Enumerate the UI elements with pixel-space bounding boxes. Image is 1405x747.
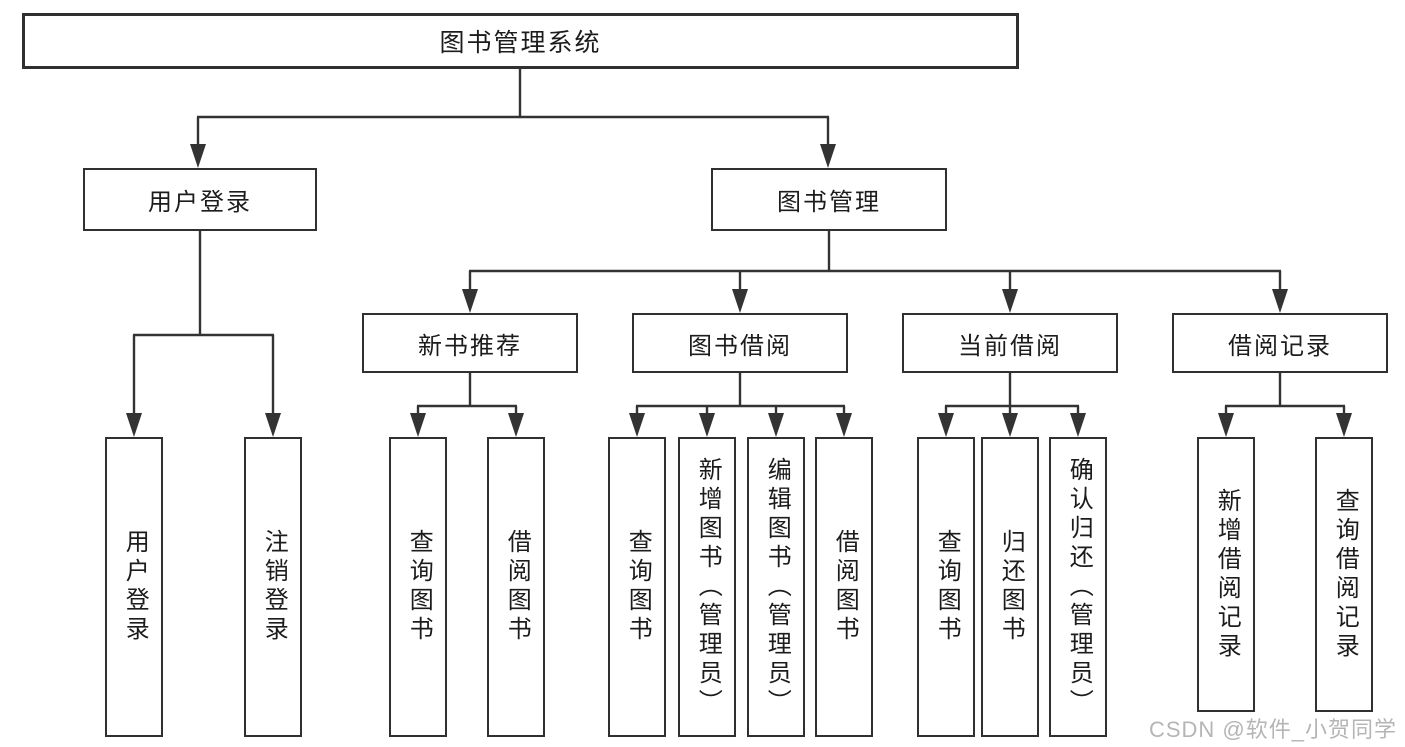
node-label: 图书管理: [777, 189, 881, 216]
node-label: 当前借阅: [958, 332, 1062, 360]
node-label: 新增图书（管理员）: [694, 456, 722, 718]
leaf-query-books: 查询图书: [608, 437, 666, 737]
leaf-borrow-books: 借阅图书: [487, 437, 545, 737]
node-new-book-recommend: 新书推荐: [362, 313, 578, 373]
leaf-query-borrow-record: 查询借阅记录: [1315, 437, 1373, 712]
node-book-management: 图书管理: [711, 168, 947, 231]
node-label: 借阅记录: [1228, 332, 1332, 360]
node-label: 图书管理系统: [439, 29, 602, 57]
node-label: 归还图书: [997, 529, 1025, 645]
node-label: 查询图书: [405, 529, 433, 645]
node-label: 查询图书: [624, 529, 652, 645]
node-borrow-record: 借阅记录: [1172, 313, 1388, 373]
leaf-query-books: 查询图书: [389, 437, 447, 737]
node-current-borrow: 当前借阅: [902, 313, 1118, 373]
node-label: 图书借阅: [688, 332, 792, 360]
leaf-query-books: 查询图书: [917, 437, 975, 737]
node-user-login: 用户登录: [83, 168, 317, 231]
node-label: 用户登录: [121, 529, 149, 645]
node-label: 借阅图书: [503, 529, 531, 645]
node-label: 查询图书: [933, 529, 961, 645]
node-label: 用户登录: [148, 189, 252, 216]
leaf-user-login: 用户登录: [105, 437, 163, 737]
node-label: 借阅图书: [831, 529, 859, 645]
node-label: 查询借阅记录: [1331, 487, 1359, 662]
leaf-confirm-return-admin: 确认归还（管理员）: [1049, 437, 1107, 737]
leaf-add-books-admin: 新增图书（管理员）: [678, 437, 736, 737]
csdn-watermark: CSDN @软件_小贺同学: [1148, 717, 1397, 742]
leaf-borrow-books: 借阅图书: [815, 437, 873, 737]
node-library-management-system: 图书管理系统: [22, 13, 1019, 69]
leaf-return-books: 归还图书: [981, 437, 1039, 737]
node-book-borrow: 图书借阅: [632, 313, 848, 373]
node-label: 注销登录: [260, 529, 288, 645]
leaf-add-borrow-record: 新增借阅记录: [1197, 437, 1255, 712]
node-label: 新书推荐: [418, 332, 522, 360]
node-label: 新增借阅记录: [1213, 487, 1241, 662]
leaf-logout: 注销登录: [244, 437, 302, 737]
leaf-edit-books-admin: 编辑图书（管理员）: [747, 437, 805, 737]
node-label: 编辑图书（管理员）: [763, 456, 791, 718]
arrowhead-icons: [126, 144, 1352, 437]
node-label: 确认归还（管理员）: [1065, 456, 1093, 718]
